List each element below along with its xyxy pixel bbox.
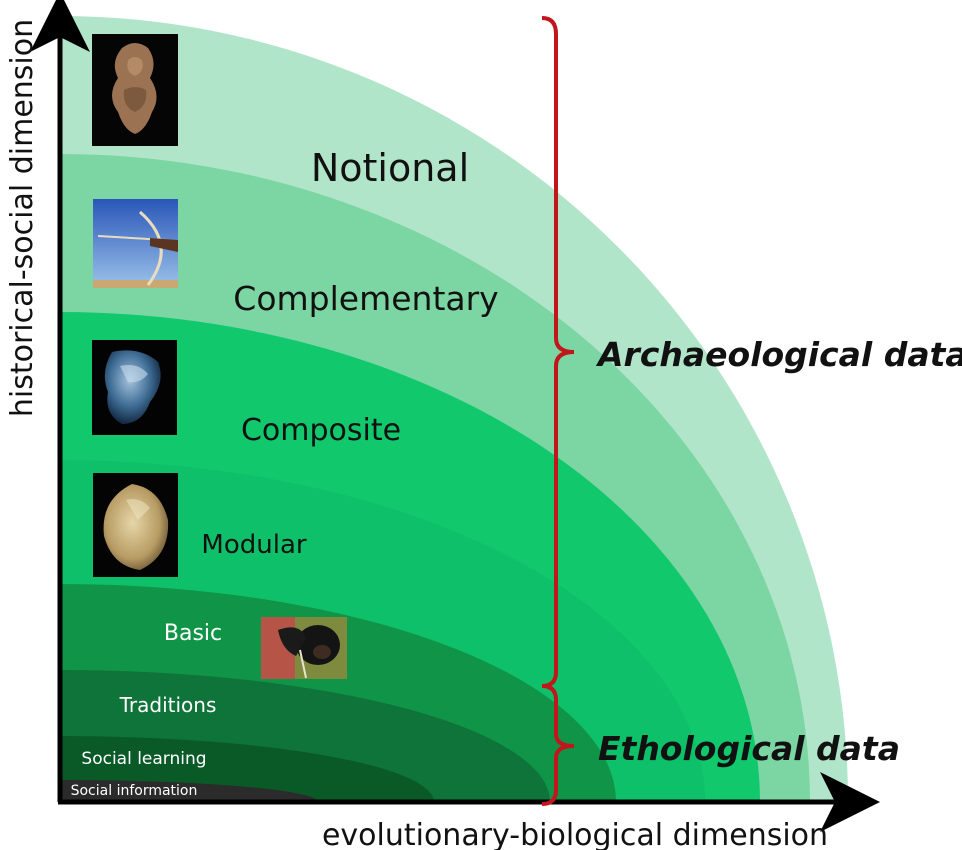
y-axis-label: historical-social dimension [5, 19, 40, 417]
layer-label-basic: Basic [164, 621, 222, 646]
layer-label-traditions: Traditions [119, 693, 217, 717]
ethological-data-label: Ethological data [598, 729, 900, 768]
x-axis-label: evolutionary-biological dimension [322, 818, 828, 850]
layer-label-complementary: Complementary [233, 279, 498, 318]
bow-and-arrow-image [93, 199, 178, 288]
archaeological-data-label: Archaeological data [595, 335, 962, 374]
layer-label-social-learning: Social learning [81, 749, 206, 769]
layer-label-notional: Notional [311, 146, 469, 190]
layer-label-composite: Composite [241, 413, 401, 448]
layer-label-modular: Modular [201, 530, 306, 560]
ethological-bracket [541, 684, 575, 806]
venus-figurine-image [92, 34, 178, 146]
blade-core-image [92, 340, 177, 435]
layer-label-social-information: Social information [71, 783, 198, 799]
archaeological-bracket [541, 16, 575, 688]
layers [60, 16, 848, 802]
handaxe-image [93, 473, 178, 577]
layer-social-information [60, 780, 318, 802]
chimpanzee-image [261, 617, 347, 679]
